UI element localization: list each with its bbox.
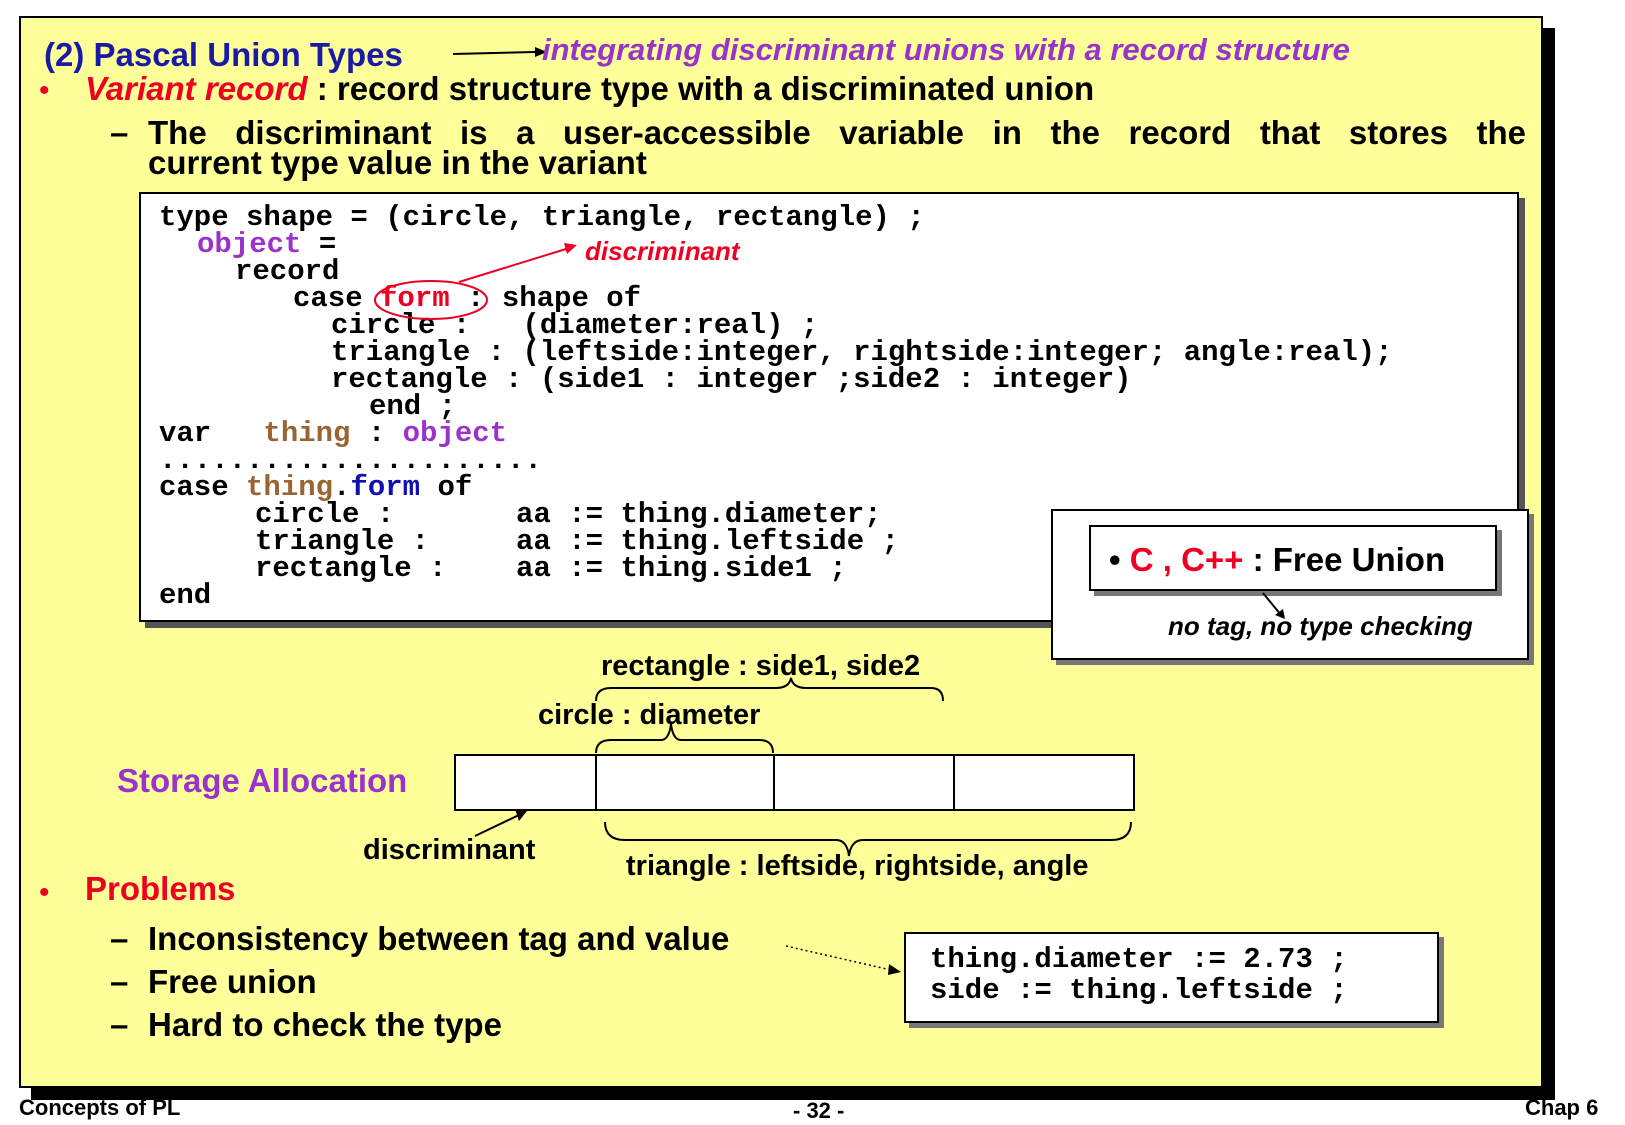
thing-identifier: thing — [263, 417, 351, 450]
variant-record-term: Variant record — [85, 70, 308, 107]
free-union-label-box: • C , C++ : Free Union — [1089, 525, 1497, 591]
slide-title: (2) Pascal Union Types — [44, 36, 403, 73]
problem-code-box: thing.diameter := 2.73 ; side := thing.l… — [904, 932, 1439, 1023]
free-union-label: • C , C++ : Free Union — [1109, 541, 1446, 578]
code-line-object: object = — [197, 228, 337, 261]
storage-allocation-label: Storage Allocation — [117, 762, 408, 799]
code-discriminant-label: discriminant — [585, 236, 740, 266]
code-line-var: var thing : object — [159, 417, 508, 450]
free-union-arrow-icon — [1262, 592, 1285, 619]
code-line-case-circle: circle : aa := thing.diameter; — [255, 498, 882, 531]
problem-code-line-1: thing.diameter := 2.73 ; — [930, 943, 1348, 976]
problem-dash-3: – — [110, 1006, 129, 1043]
form-discriminant: form — [380, 282, 450, 315]
code-line-end: end ; — [369, 390, 457, 423]
bullet-variant-record: Variant record : record structure type w… — [85, 70, 1094, 108]
slide: (2) Pascal Union Types integrating discr… — [19, 16, 1543, 1088]
free-union-panel: • C , C++ : Free Union no tag, no type c… — [1051, 509, 1529, 660]
problem-code-line-2: side := thing.leftside ; — [930, 974, 1348, 1007]
footer-right: Chap 6 — [1525, 1095, 1599, 1120]
footer-left: Concepts of PL — [19, 1095, 181, 1120]
discriminant-arrow-icon — [564, 243, 577, 254]
variant-record-definition: : record structure type with a discrimin… — [307, 70, 1095, 107]
form-ellipse — [374, 280, 488, 320]
triangle-fields-label: triangle : leftside, rightside, angle — [626, 850, 1089, 882]
code-line-type: type shape = (circle, triangle, rectangl… — [159, 201, 925, 234]
problems-heading: Problems — [85, 870, 236, 907]
title-arrow-icon — [452, 47, 547, 57]
discriminant-annotation — [374, 243, 577, 320]
circle-brace — [595, 723, 774, 754]
sub-dash: – — [110, 114, 129, 151]
rectangle-brace — [595, 677, 944, 702]
sub-bullet-line1: The discriminant is a user-accessible va… — [148, 114, 1526, 151]
code-line-case-end: end — [159, 579, 212, 612]
problem-dash-2: – — [110, 963, 129, 1000]
problem-item-3: Hard to check the type — [148, 1006, 502, 1043]
code-line-dots: ...................... — [159, 444, 542, 477]
circle-fields-label: circle : diameter — [538, 699, 761, 731]
code-line-case-thing: case thing.form of — [159, 471, 473, 504]
problem-item-1: Inconsistency between tag and value — [148, 920, 730, 957]
triangle-brace — [604, 821, 1132, 857]
storage-diagram — [454, 677, 1135, 975]
code-line-case-form: case form : shape of — [293, 282, 642, 315]
code-line-case-triangle: triangle : aa := thing.leftside ; — [255, 525, 899, 558]
title-annotation: integrating discriminant unions with a r… — [542, 32, 1350, 67]
sub-bullet-line2: current type value in the variant — [148, 144, 647, 181]
storage-discriminant-arrow-icon — [515, 809, 527, 821]
object-keyword: object — [197, 228, 302, 261]
code-line-record: record — [235, 255, 340, 288]
storage-cells — [454, 754, 1135, 811]
problem-arrow-icon — [888, 964, 901, 975]
code-line-circle: circle : (diameter:real) ; — [331, 309, 819, 342]
problem-dash-1: – — [110, 920, 129, 957]
free-union-note: no tag, no type checking — [1168, 611, 1473, 641]
rectangle-fields-label: rectangle : side1, side2 — [601, 650, 921, 682]
code-line-rectangle: rectangle : (side1 : integer ;side2 : in… — [331, 363, 1132, 396]
code-line-triangle: triangle : (leftside:integer, rightside:… — [331, 336, 1393, 369]
footer-page-number: - 32 - — [793, 1098, 845, 1123]
problem-item-2: Free union — [148, 963, 317, 1000]
code-line-case-rectangle: rectangle : aa := thing.side1 ; — [255, 552, 847, 585]
storage-discriminant-label: discriminant — [363, 834, 536, 866]
bullet-dot: • — [39, 74, 50, 107]
problems-dot: • — [39, 876, 50, 909]
